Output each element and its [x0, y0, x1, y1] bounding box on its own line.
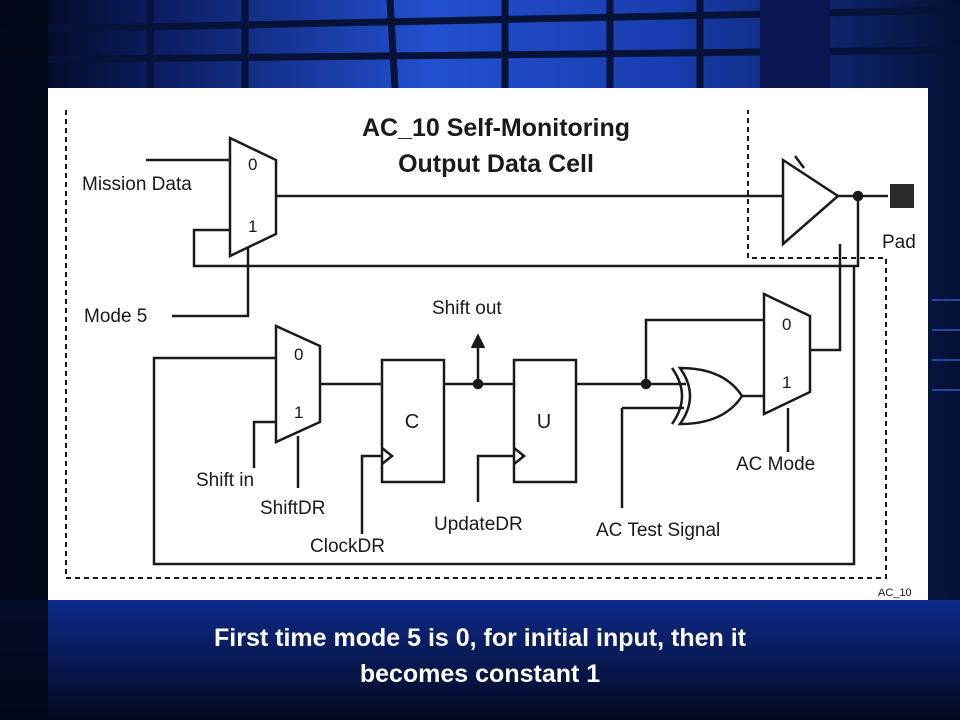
caption-line-2: becomes constant 1 [359, 660, 601, 688]
caption-line-1: First time mode 5 is 0, for initial inpu… [214, 624, 746, 652]
diagram-panel: AC_10 Self-Monitoring Output Data Cell 0… [48, 88, 928, 600]
update-dr-label: UpdateDR [434, 514, 523, 535]
output-buffer [781, 157, 841, 247]
ac-test-signal-label: AC Test Signal [596, 520, 720, 541]
mission-mux [228, 136, 278, 258]
shift-out-label: Shift out [432, 298, 502, 319]
shift-mux-0-label: 0 [294, 345, 303, 364]
shift-mux-1-label: 1 [294, 403, 303, 422]
shift-in-label: Shift in [196, 470, 254, 491]
ac-mux-1-label: 1 [782, 373, 791, 392]
pad-label: Pad [882, 232, 916, 253]
xor-gate [677, 366, 744, 426]
mission-mux-0-label: 0 [248, 155, 257, 174]
mission-data-label: Mission Data [82, 174, 192, 195]
pad [890, 184, 914, 208]
corner-tag: AC_10 [878, 587, 912, 599]
mode5-label: Mode 5 [84, 306, 147, 327]
clock-dr-label: ClockDR [310, 536, 385, 557]
ac-mux-0-label: 0 [782, 315, 791, 334]
diagram-title-line1: AC_10 Self-Monitoring [362, 114, 630, 142]
ac-mode-label: AC Mode [736, 454, 815, 475]
slide-caption: First time mode 5 is 0, for initial inpu… [40, 620, 920, 692]
update-register [512, 358, 578, 484]
shift-mux [274, 324, 322, 444]
diagram-title-line2: Output Data Cell [398, 150, 594, 178]
update-register-label: U [537, 411, 551, 433]
ac-mux [762, 292, 812, 416]
shift-dr-label: ShiftDR [260, 498, 325, 519]
cell-boundary [65, 110, 887, 579]
ac10-circuit-diagram: AC_10 Self-Monitoring Output Data Cell 0… [65, 110, 916, 599]
mission-mux-1-label: 1 [248, 217, 257, 236]
capture-register [380, 358, 446, 484]
capture-register-label: C [405, 411, 419, 433]
